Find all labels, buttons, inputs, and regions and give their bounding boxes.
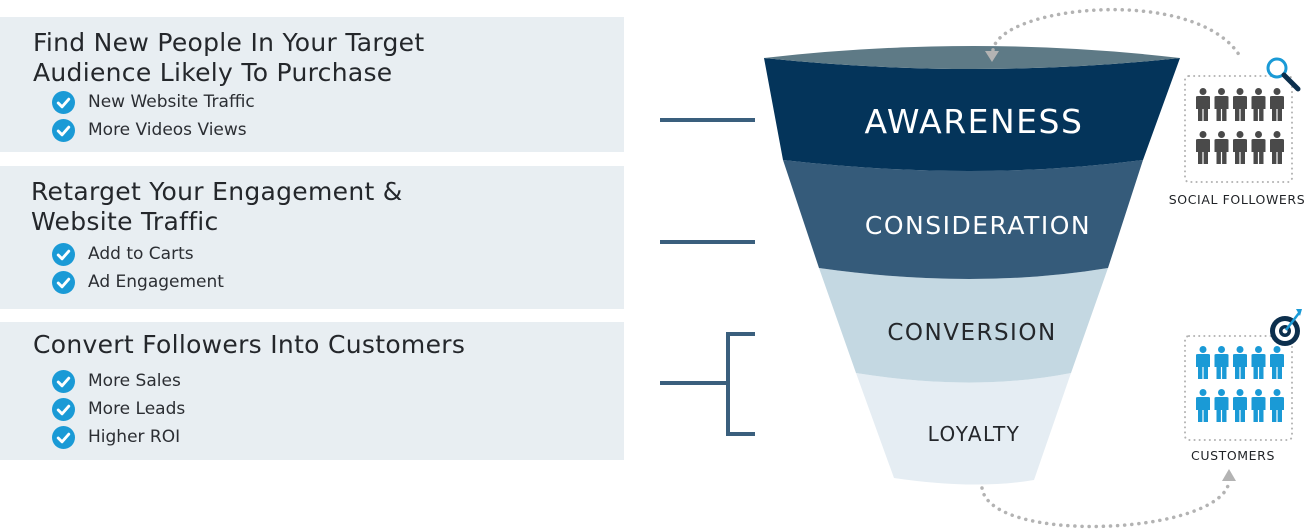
arrow-head-down-icon	[985, 51, 999, 62]
connector-awareness	[660, 118, 755, 122]
list-item: Higher ROI	[52, 423, 185, 451]
check-circle-icon	[52, 397, 75, 421]
person-icon	[1251, 88, 1266, 121]
panel-awareness: Find New People In Your Target Audience …	[0, 17, 624, 152]
check-circle-icon	[52, 90, 75, 114]
bracket-bottom-arm	[726, 432, 755, 436]
bullet-label: Ad Engagement	[88, 272, 224, 292]
stage-label-loyalty: LOYALTY	[927, 422, 1021, 446]
panel-title-line: Website Traffic	[31, 207, 219, 236]
bullet-list: Add to Carts Ad Engagement	[52, 240, 224, 296]
customers-people	[1196, 346, 1284, 422]
check-circle-icon	[52, 425, 75, 449]
bullet-label: More Videos Views	[88, 120, 247, 140]
panel-title: Convert Followers Into Customers	[33, 330, 465, 360]
person-icon	[1214, 88, 1229, 121]
person-icon	[1233, 131, 1247, 164]
panel-title: Retarget Your Engagement & Website Traff…	[31, 177, 403, 237]
funnel-band-awareness	[764, 58, 1180, 171]
panel-title: Find New People In Your Target Audience …	[33, 28, 424, 88]
bullet-label: New Website Traffic	[88, 92, 255, 112]
target-icon	[1270, 309, 1302, 346]
list-item: Ad Engagement	[52, 268, 224, 296]
social-followers-people	[1196, 88, 1284, 164]
person-icon	[1270, 346, 1284, 379]
dotted-arrow-bottom	[980, 480, 1231, 529]
bullet-label: Higher ROI	[88, 427, 181, 447]
bullet-label: Add to Carts	[88, 244, 194, 264]
list-item: More Leads	[52, 395, 185, 423]
check-circle-icon	[52, 242, 75, 266]
arrow-head-up-icon	[1222, 469, 1236, 481]
panel-title-line: Retarget Your Engagement &	[31, 177, 403, 206]
connector-consideration	[660, 240, 755, 244]
list-item: Add to Carts	[52, 240, 224, 268]
magnifier-icon	[1266, 57, 1301, 92]
person-icon	[1270, 389, 1284, 422]
stage-label-conversion: CONVERSION	[887, 320, 1057, 346]
person-icon	[1196, 88, 1210, 121]
person-icon	[1251, 131, 1266, 164]
funnel-band-conversion	[819, 268, 1108, 383]
list-item: New Website Traffic	[52, 88, 255, 116]
bullet-list: More Sales More Leads Higher ROI	[52, 367, 185, 451]
person-icon	[1270, 88, 1284, 121]
list-item: More Sales	[52, 367, 185, 395]
connector-conversion	[660, 381, 728, 385]
panel-consideration: Retarget Your Engagement & Website Traff…	[0, 166, 624, 309]
funnel-rim	[764, 46, 1180, 69]
person-icon	[1251, 346, 1266, 379]
panel-title-line: Convert Followers Into Customers	[33, 330, 466, 359]
funnel-band-loyalty	[856, 373, 1071, 485]
person-icon	[1251, 389, 1266, 422]
person-icon	[1233, 346, 1247, 379]
stage-label-consideration: CONSIDERATION	[864, 211, 1092, 240]
person-icon	[1196, 389, 1210, 422]
social-followers-label: SOCIAL FOLLOWERS	[1168, 192, 1305, 207]
check-circle-icon	[52, 369, 75, 393]
bullet-list: New Website Traffic More Videos Views	[52, 88, 255, 144]
person-icon	[1196, 346, 1210, 379]
customers-box	[1184, 335, 1293, 441]
panel-title-line: Find New People In Your Target	[33, 28, 425, 57]
bracket-conversion-loyalty	[726, 332, 730, 436]
bullet-label: More Leads	[88, 399, 186, 419]
list-item: More Videos Views	[52, 116, 255, 144]
person-icon	[1270, 131, 1284, 164]
bracket-top-arm	[726, 332, 755, 336]
panel-conversion: Convert Followers Into Customers More Sa…	[0, 322, 624, 460]
person-icon	[1233, 88, 1247, 121]
person-icon	[1214, 389, 1229, 422]
check-circle-icon	[52, 270, 75, 294]
customers-label: CUSTOMERS	[1191, 448, 1275, 463]
person-icon	[1196, 131, 1210, 164]
check-circle-icon	[52, 118, 75, 142]
funnel-band-consideration	[783, 160, 1143, 279]
person-icon	[1214, 131, 1229, 164]
stage-label-awareness: AWARENESS	[864, 102, 1084, 141]
panel-title-line: Audience Likely To Purchase	[33, 58, 393, 87]
person-icon	[1214, 346, 1229, 379]
person-icon	[1233, 389, 1247, 422]
bullet-label: More Sales	[88, 371, 181, 391]
dotted-arrow-top	[991, 7, 1243, 60]
